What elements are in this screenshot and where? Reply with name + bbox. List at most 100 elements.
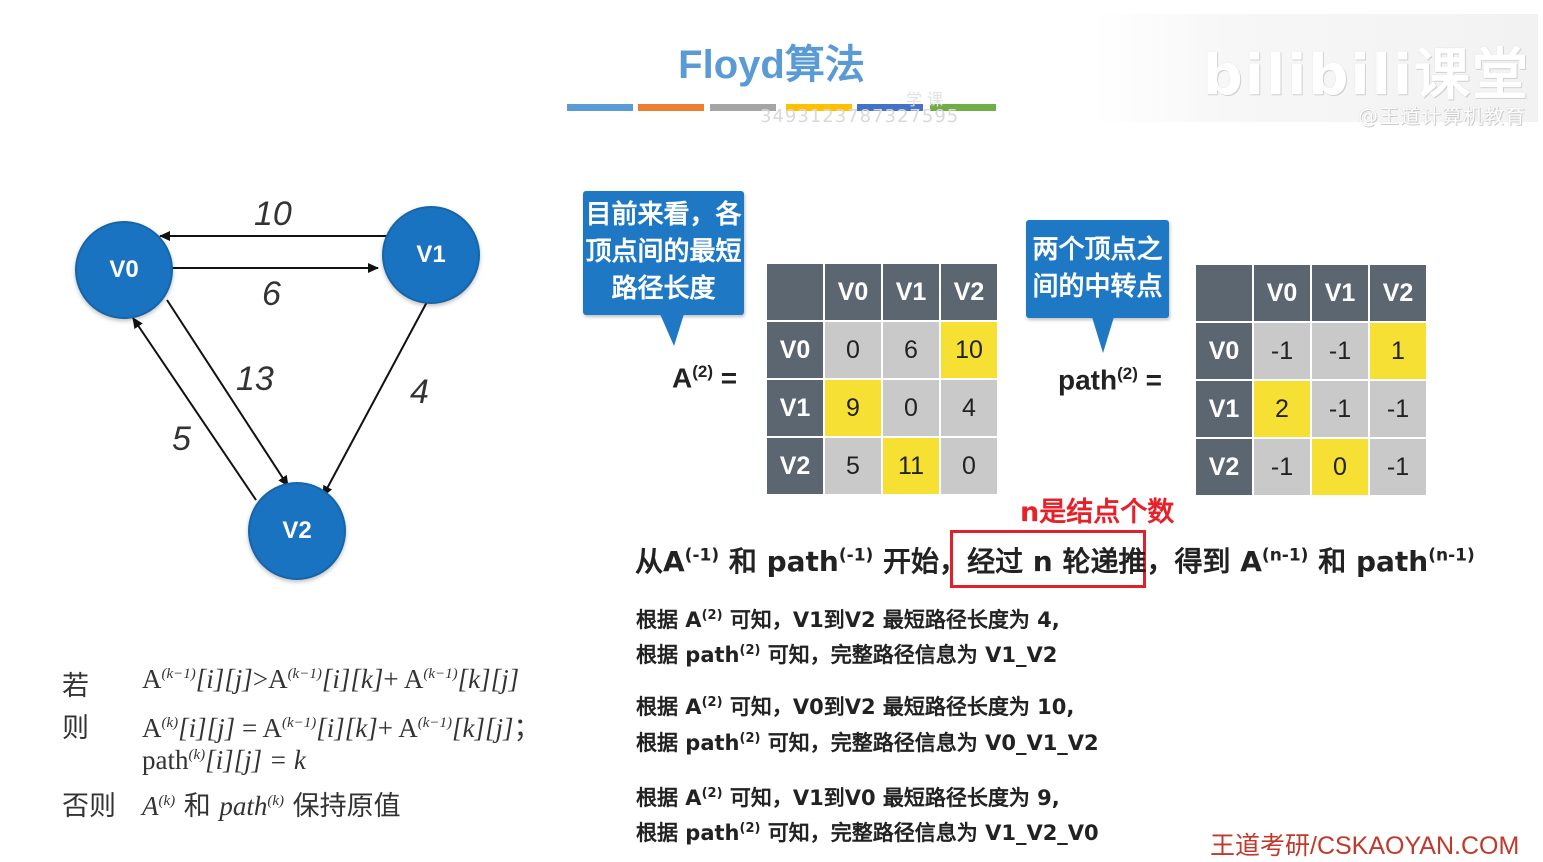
edge-weight-v1-v2: 4 (410, 373, 429, 411)
rule-index: [k][j] (457, 664, 520, 694)
summary-part-5: 和 path (1308, 545, 1429, 578)
rule-then-update-a: A(k)[i][j] = A(k−1)[i][k]+ A(k−1)[k][j]； (142, 706, 541, 745)
matrix-path-eq: = (1145, 364, 1163, 396)
matrix-a-cell: 0 (941, 438, 997, 494)
note-prefix: 根据 A (636, 608, 702, 632)
rule-index: [i][k] (321, 664, 384, 694)
summary-part-2: 和 path (719, 545, 839, 578)
rule-a: A (142, 791, 159, 821)
rule-keep: 保持原值 (284, 791, 401, 822)
rule-index: [i][j] (195, 664, 253, 694)
rule-else-keyword: 否则 (62, 791, 116, 822)
title-colorbar-6 (930, 104, 996, 111)
edge-weight-v0-v2: 13 (236, 360, 274, 398)
matrix-path-table: V0 V1 V2 V0 -1 -1 1 V1 2 -1 -1 V2 -1 0 -… (1194, 263, 1428, 497)
edge-weight-v1-v0: 10 (254, 195, 292, 233)
matrix-a-cell: 0 (883, 380, 939, 436)
note-line: 根据 path(2) 可知，完整路径信息为 V1_V2 (636, 639, 1057, 669)
note-line: 根据 path(2) 可知，完整路径信息为 V0_V1_V2 (636, 727, 1099, 757)
matrix-a-col-header: V0 (825, 264, 881, 320)
edge-weight-v2-v0: 5 (172, 420, 191, 458)
matrix-a-cell: 6 (883, 322, 939, 378)
rule-sup: (k−1) (281, 715, 317, 731)
matrix-a-row-header: V1 (767, 380, 823, 436)
matrix-a-corner (767, 264, 823, 320)
title-colorbar-3 (710, 104, 776, 111)
rule-eq-k: = k (262, 745, 306, 775)
rule-a: A (262, 713, 282, 743)
note-body: 可知，完整路径信息为 V0_V1_V2 (760, 731, 1099, 755)
rule-plus: + (377, 713, 399, 743)
rule-path: path (219, 791, 268, 821)
matrix-a-col-header: V1 (883, 264, 939, 320)
title-colorbar-2 (638, 104, 704, 111)
graph-edges (132, 231, 429, 501)
rule-index: [i][k] (316, 713, 378, 743)
matrix-path-cell: -1 (1370, 439, 1426, 495)
title-colorbar-5 (857, 104, 923, 111)
note-prefix: 根据 A (636, 786, 702, 810)
edge-weight-v0-v1: 6 (262, 275, 281, 313)
rule-sup: (k−1) (161, 666, 196, 682)
matrix-path-cell-highlight: 1 (1370, 323, 1426, 379)
summary-part-4: ，得到 A (1146, 545, 1262, 578)
note-sup: (2) (739, 731, 761, 746)
edge-v0-v2 (166, 299, 289, 487)
note-prefix: 根据 A (636, 695, 702, 719)
matrix-a-eq: = (720, 362, 738, 394)
graph-node-v2: V2 (248, 482, 346, 580)
note-sup: (2) (739, 643, 761, 658)
matrix-path-cell-highlight: 0 (1312, 439, 1368, 495)
matrix-path-row-header: V1 (1196, 381, 1252, 437)
callout-transit-vertex: 两个顶点之 间的中转点 (1026, 220, 1169, 318)
recursion-summary: 从A(-1) 和 path(-1) 开始，经过 n 轮递推，得到 A(n-1) … (635, 540, 1475, 580)
matrix-a-cell: 0 (825, 322, 881, 378)
rule-gt: > (252, 664, 269, 694)
matrix-path-row-header: V0 (1196, 323, 1252, 379)
watermark-id: 3493123787327595 (760, 106, 960, 127)
rule-a: A (142, 713, 162, 743)
note-prefix: 根据 path (636, 821, 740, 845)
rule-and: 和 (175, 791, 220, 822)
footer-brand: 王道考研/CSKAOYAN.COM (1210, 832, 1520, 860)
page-title: Floyd算法 (678, 43, 865, 87)
matrix-path-col-header: V1 (1312, 265, 1368, 321)
brand-logo: bilibili课堂 @王道计算机教育 (1092, 14, 1538, 128)
red-highlight-box (950, 530, 1146, 588)
callout-shortest-length: 目前来看，各 顶点间的最短 路径长度 (583, 191, 744, 315)
rule-index: [i][j] (178, 713, 236, 743)
note-sup: (2) (701, 786, 723, 801)
note-line: 根据 A(2) 可知，V0到V2 最短路径长度为 10, (636, 691, 1074, 721)
rule-a: A (403, 664, 424, 694)
rule-plus: + (383, 664, 404, 694)
summary-sup-2: (-1) (838, 545, 874, 566)
title-colorbar-4 (786, 104, 852, 111)
brand-logo-sub: @王道计算机教育 (1358, 104, 1526, 128)
rule-then-update-path: path(k)[i][j] = k (142, 745, 306, 776)
rule-a: A (268, 664, 288, 694)
rule-if-condition: A(k−1)[i][j]>A(k−1)[i][k]+ A(k−1)[k][j] (142, 664, 519, 695)
note-line: 根据 A(2) 可知，V1到V0 最短路径长度为 9, (636, 782, 1060, 812)
matrix-path-sup: (2) (1117, 364, 1138, 383)
rule-semicolon: ； (513, 713, 541, 743)
rule-index: [k][j] (452, 713, 514, 743)
rule-index: [i][j] (205, 745, 263, 775)
edge-v1-v2 (322, 299, 429, 497)
matrix-path-cell-highlight: 2 (1254, 381, 1310, 437)
rule-then-keyword: 则 (62, 713, 89, 744)
matrix-path-label: path(2) = (1058, 364, 1162, 396)
matrix-path-cell: -1 (1254, 323, 1310, 379)
rule-eq: = (235, 713, 263, 743)
matrix-path-cell: -1 (1254, 439, 1310, 495)
note-line: 根据 path(2) 可知，完整路径信息为 V1_V2_V0 (636, 817, 1099, 847)
note-prefix: 根据 path (636, 643, 740, 667)
matrix-a-cell: 4 (941, 380, 997, 436)
rule-a: A (142, 664, 162, 694)
rule-sup: (k) (158, 793, 176, 809)
callout-shortest-length-tail (660, 314, 684, 346)
matrix-path-col-header: V0 (1254, 265, 1310, 321)
rule-sup: (k−1) (417, 715, 453, 731)
note-body: 可知，完整路径信息为 V1_V2 (760, 643, 1058, 667)
edge-v2-v0 (132, 317, 257, 501)
matrix-a-label: A(2) = (672, 362, 737, 394)
